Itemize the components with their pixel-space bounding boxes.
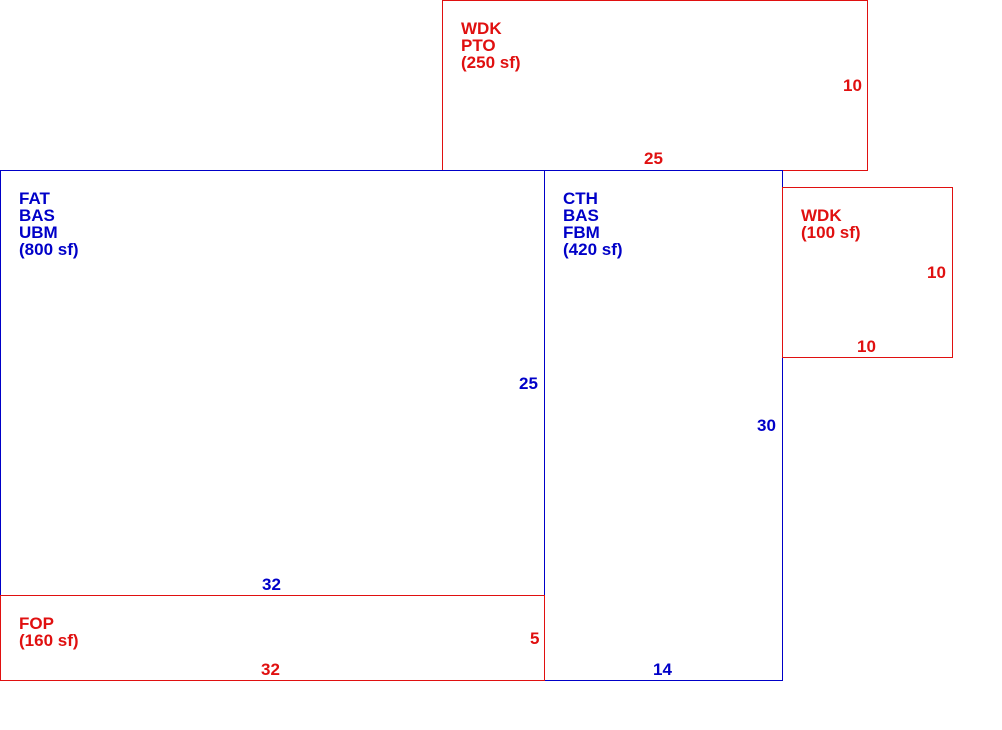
area-code: FAT [19, 189, 50, 208]
area-wdk-pto-label: WDK PTO (250 sf) [461, 20, 521, 71]
dimension-bottom: 14 [653, 660, 672, 679]
area-code: BAS [563, 206, 599, 225]
area-size: (800 sf) [19, 240, 79, 259]
area-fat-bas-ubm[interactable] [0, 170, 545, 596]
area-code: FOP [19, 614, 54, 633]
area-code: WDK [461, 19, 502, 38]
area-size: (160 sf) [19, 631, 79, 650]
area-cth-bas-fbm-label: CTH BAS FBM (420 sf) [563, 190, 623, 258]
dimension-bottom: 10 [857, 337, 876, 356]
area-size: (250 sf) [461, 53, 521, 72]
area-code: UBM [19, 223, 58, 242]
area-fat-bas-ubm-label: FAT BAS UBM (800 sf) [19, 190, 79, 258]
area-fop-label: FOP (160 sf) [19, 615, 79, 649]
dimension-bottom: 25 [644, 149, 663, 168]
dimension-right: 25 [519, 374, 538, 393]
area-code: WDK [801, 206, 842, 225]
dimension-right: 10 [843, 76, 862, 95]
dimension-right: 10 [927, 263, 946, 282]
area-size: (420 sf) [563, 240, 623, 259]
area-size: (100 sf) [801, 223, 861, 242]
dimension-bottom: 32 [262, 575, 281, 594]
area-fop[interactable] [0, 595, 545, 681]
area-code: FBM [563, 223, 600, 242]
dimension-right: 5 [530, 629, 540, 648]
area-wdk[interactable] [782, 187, 953, 358]
dimension-bottom: 32 [261, 660, 280, 679]
area-code: BAS [19, 206, 55, 225]
area-cth-bas-fbm[interactable] [544, 170, 783, 681]
area-code: CTH [563, 189, 598, 208]
area-wdk-label: WDK (100 sf) [801, 207, 861, 241]
area-code: PTO [461, 36, 496, 55]
dimension-right: 30 [757, 416, 776, 435]
